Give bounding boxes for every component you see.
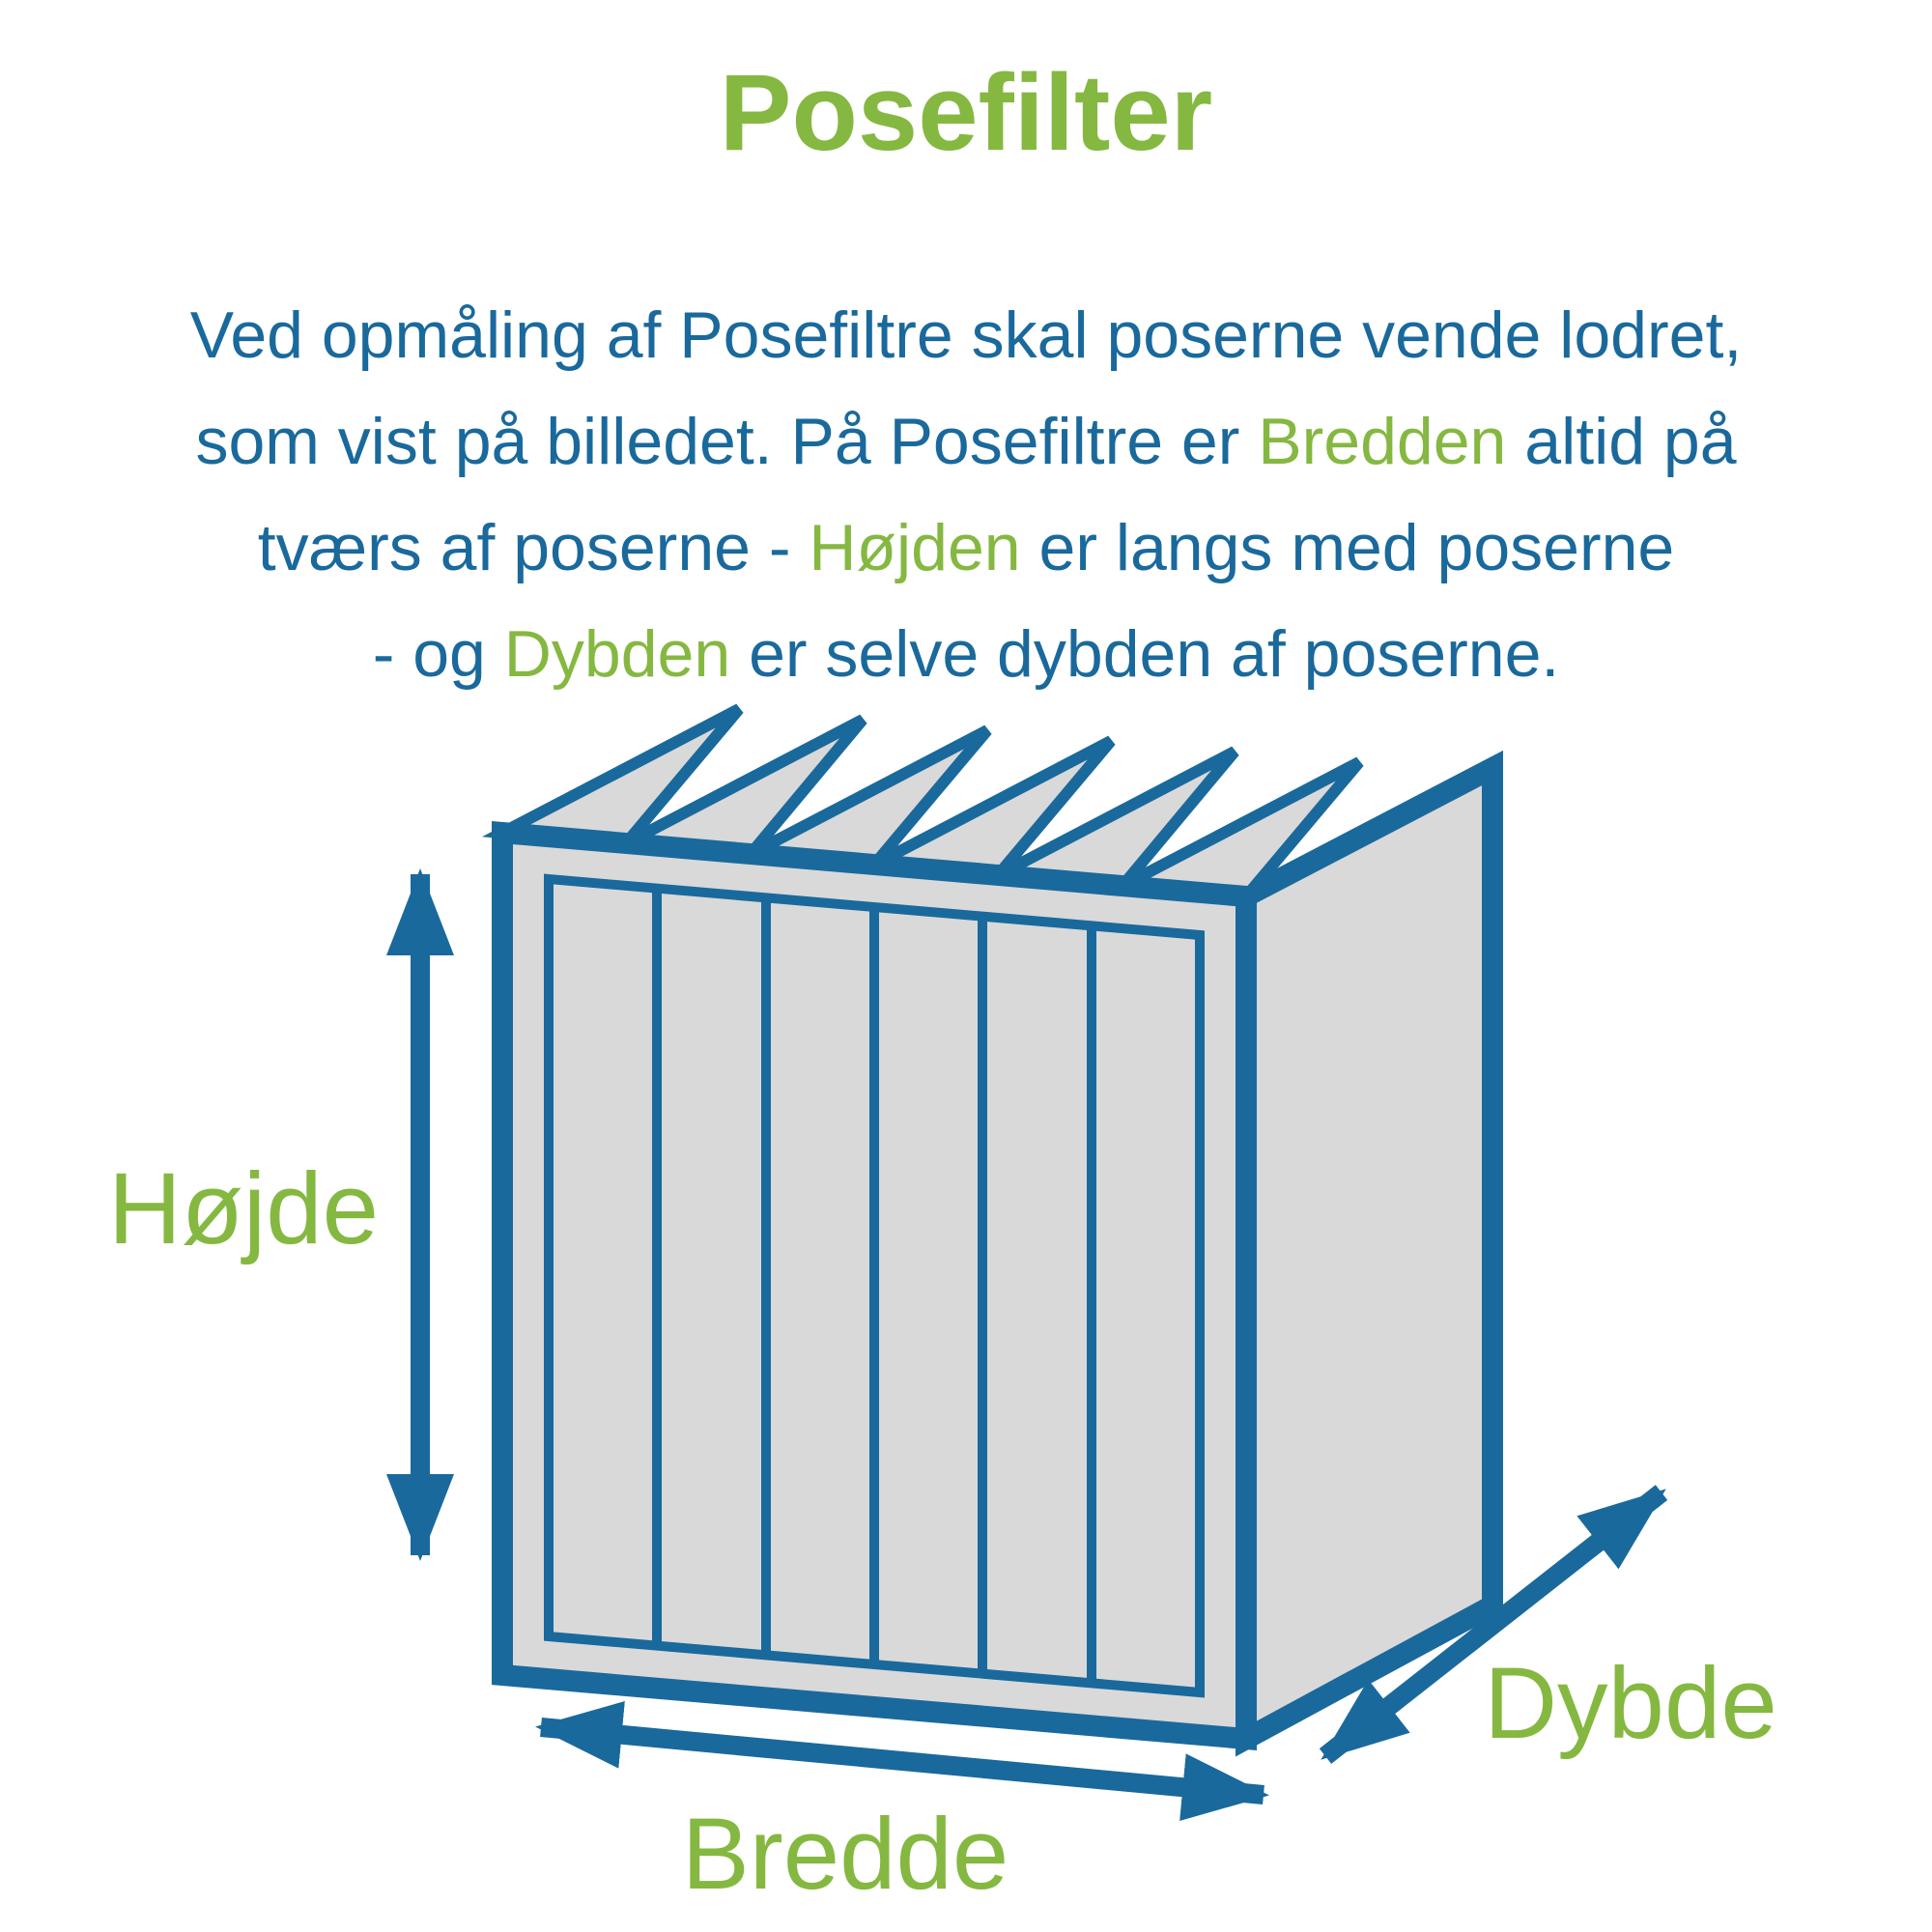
paragraph-segment: - og: [372, 617, 504, 691]
paragraph-line: Ved opmåling af Posefiltre skal poserne …: [0, 282, 1932, 388]
filter-side-panel: [1236, 750, 1503, 1757]
paragraph-segment: Dybden: [503, 617, 731, 691]
width-dimension-arrow: [535, 1700, 1269, 1822]
width-label: Bredde: [682, 1798, 1009, 1911]
height-label: Højde: [108, 1152, 379, 1265]
paragraph-segment: er langs med poserne: [1020, 511, 1675, 584]
paragraph-segment: altid på: [1506, 405, 1737, 478]
paragraph-line: som vist på billedet. På Posefiltre er B…: [0, 388, 1932, 495]
paragraph-segment: er selve dybden af poserne.: [730, 617, 1560, 691]
paragraph-segment: Bredden: [1258, 405, 1507, 478]
page-title: Posefilter: [719, 52, 1213, 173]
paragraph-segment: Ved opmåling af Posefiltre skal poserne …: [189, 298, 1743, 372]
paragraph-segment: Højden: [809, 511, 1021, 584]
depth-label: Dybde: [1484, 1647, 1777, 1760]
filter-inner-frame: [544, 873, 1205, 1698]
depth-dimension-arrow: [1319, 1485, 1668, 1764]
paragraph-line: tværs af poserne - Højden er langs med p…: [0, 495, 1932, 601]
paragraph-line: - og Dybden er selve dybden af poserne.: [0, 601, 1932, 707]
paragraph-segment: tværs af poserne -: [257, 511, 810, 584]
paragraph-segment: som vist på billedet. På Posefiltre er: [195, 405, 1259, 478]
intro-paragraph: Ved opmåling af Posefiltre skal poserne …: [0, 282, 1932, 707]
filter-pocket-dividers: [652, 889, 1096, 1683]
